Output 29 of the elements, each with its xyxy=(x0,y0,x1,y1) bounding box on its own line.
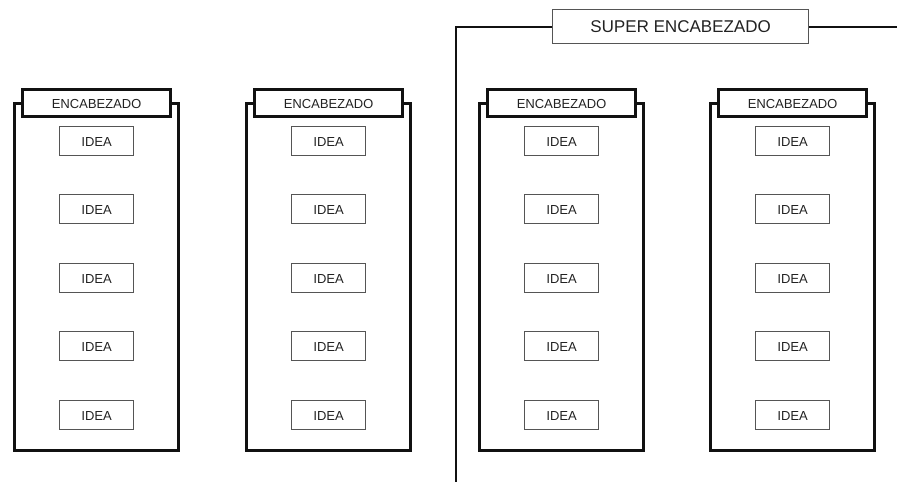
idea-card: IDEA xyxy=(524,331,599,361)
idea-card: IDEA xyxy=(524,126,599,156)
idea-card: IDEA xyxy=(291,194,366,224)
idea-card: IDEA xyxy=(59,194,134,224)
idea-card: IDEA xyxy=(291,331,366,361)
super-heading: SUPER ENCABEZADO xyxy=(552,9,809,44)
group-heading: ENCABEZADO xyxy=(486,88,637,118)
group-box xyxy=(245,117,412,452)
idea-card: IDEA xyxy=(755,400,830,430)
idea-card: IDEA xyxy=(59,400,134,430)
idea-card: IDEA xyxy=(755,194,830,224)
group-heading: ENCABEZADO xyxy=(253,88,404,118)
idea-card: IDEA xyxy=(59,126,134,156)
idea-card: IDEA xyxy=(59,263,134,293)
idea-card: IDEA xyxy=(291,126,366,156)
group-heading: ENCABEZADO xyxy=(21,88,172,118)
group-heading: ENCABEZADO xyxy=(717,88,868,118)
idea-card: IDEA xyxy=(291,263,366,293)
idea-card: IDEA xyxy=(755,263,830,293)
group-box xyxy=(478,117,645,452)
idea-card: IDEA xyxy=(755,126,830,156)
group-box xyxy=(709,117,876,452)
idea-card: IDEA xyxy=(59,331,134,361)
group-box xyxy=(13,117,180,452)
idea-card: IDEA xyxy=(524,400,599,430)
idea-card: IDEA xyxy=(291,400,366,430)
idea-card: IDEA xyxy=(755,331,830,361)
idea-card: IDEA xyxy=(524,263,599,293)
idea-card: IDEA xyxy=(524,194,599,224)
